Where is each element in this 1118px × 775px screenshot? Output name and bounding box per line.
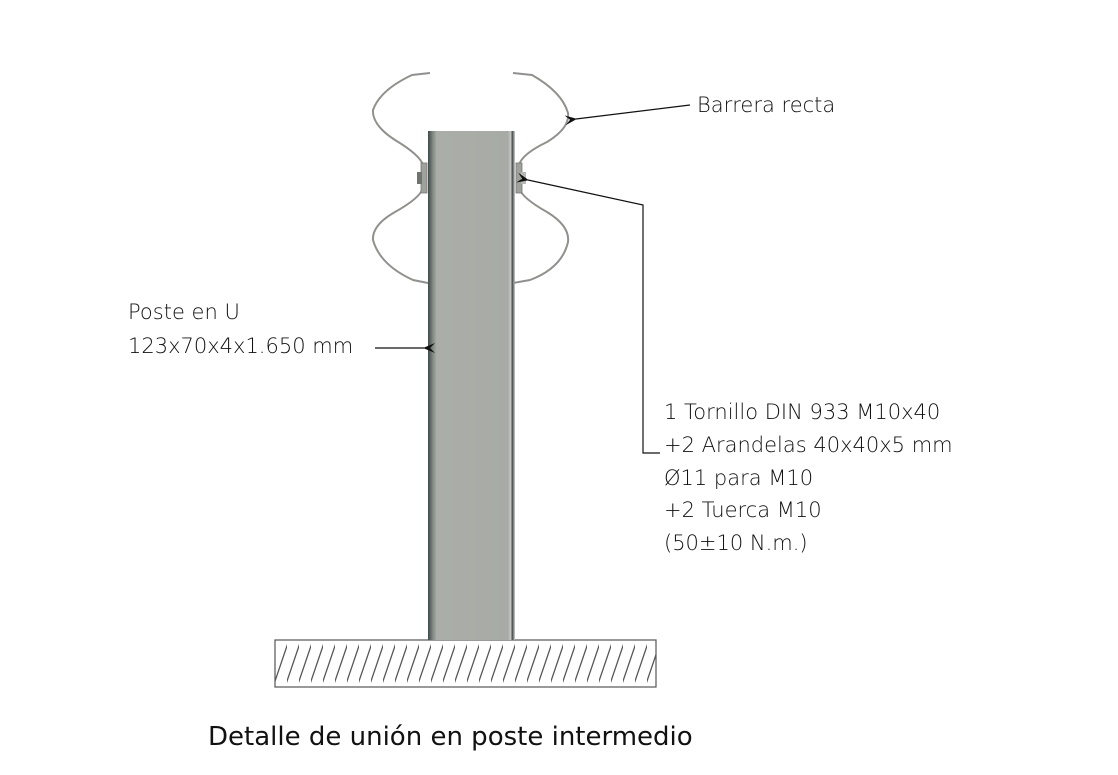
barrier-label: Barrera recta <box>697 93 836 117</box>
barrier-leader-arrow <box>564 104 691 126</box>
u-post <box>428 131 515 640</box>
bolt-label-line: Ø11 para M10 <box>664 466 814 490</box>
bolt-label-line: 1 Tornillo DIN 933 M10x40 <box>664 400 941 424</box>
bolt-head-left <box>417 172 422 184</box>
bolt-label-line: (50±10 N.m.) <box>664 531 808 555</box>
bolt-label-line: +2 Arandelas 40x40x5 mm <box>664 433 953 457</box>
ground-foundation <box>274 639 657 688</box>
diagram-caption: Detalle de unión en poste intermedio <box>208 722 693 752</box>
post-label-name: Poste en U <box>128 300 240 324</box>
bolt-leader-arrow <box>516 172 660 454</box>
post-label-dimensions: 123x70x4x1.650 mm <box>128 334 354 358</box>
nut-right <box>521 172 526 184</box>
bolt-label-line: +2 Tuerca M10 <box>664 498 822 522</box>
